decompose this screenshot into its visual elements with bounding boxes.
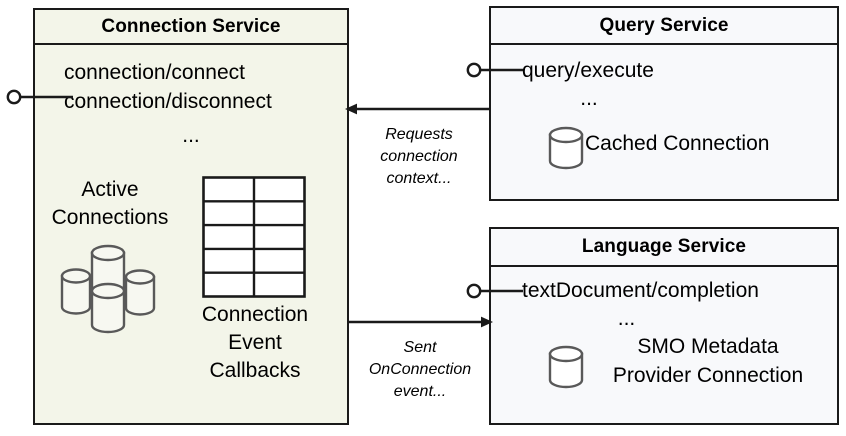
edge-query-to-connection-label-line3: context... (386, 170, 452, 187)
language-database-icon (546, 344, 586, 392)
edge-connection-to-language-arrow (344, 311, 494, 333)
cached-connection-label: Cached Connection (585, 132, 770, 155)
edge-connection-to-language-label-line3: event... (393, 383, 447, 400)
edge-query-to-connection-label-line2: connection (380, 148, 458, 165)
connection-connect-label: connection/connect (64, 61, 245, 84)
active-connections-label-line2: Connections (51, 206, 169, 229)
textdocument-completion-label: textDocument/completion (522, 279, 759, 302)
query-service-box[interactable]: Query Service (489, 6, 839, 201)
query-interfaces-ellipsis: ... (580, 87, 598, 110)
connection-callbacks-label-line1: Connection (201, 303, 309, 326)
active-connections-label-line1: Active (81, 178, 139, 201)
query-service-lollipop-icon[interactable] (465, 59, 527, 81)
connection-callbacks-label-line3: Callbacks (209, 359, 301, 382)
connection-disconnect-label: connection/disconnect (64, 90, 272, 113)
language-interfaces-ellipsis: ... (617, 307, 636, 330)
database-cluster-icon (52, 243, 166, 335)
edge-query-to-connection-arrow (344, 98, 494, 120)
connection-interfaces-ellipsis: ... (182, 124, 200, 147)
language-service-box[interactable]: Language Service (489, 227, 839, 425)
table-icon (202, 176, 306, 298)
connection-callbacks-label-line2: Event (228, 331, 282, 354)
edge-query-to-connection-label-line1: Requests (385, 126, 453, 143)
edge-connection-to-language-label-line2: OnConnection (368, 361, 472, 378)
query-execute-label: query/execute (522, 59, 654, 82)
connection-service-title: Connection Service (35, 10, 347, 45)
language-service-lollipop-icon[interactable] (465, 280, 527, 302)
query-database-icon (546, 125, 586, 173)
smo-metadata-label-line1: SMO Metadata (637, 335, 779, 358)
language-service-title: Language Service (491, 229, 837, 267)
query-service-title: Query Service (491, 8, 837, 45)
connection-service-lollipop-icon[interactable] (5, 86, 80, 108)
smo-metadata-label-line2: Provider Connection (612, 364, 804, 387)
edge-connection-to-language-label-line1: Sent (403, 339, 437, 356)
